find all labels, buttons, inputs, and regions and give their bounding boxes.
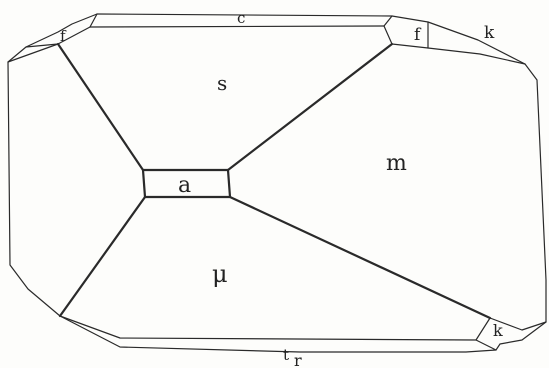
bottom-inner-edge xyxy=(59,315,477,341)
label-f-right: f xyxy=(414,25,422,45)
outer-outline xyxy=(7,13,547,353)
label-s: s xyxy=(217,71,227,95)
f-left-inner xyxy=(7,43,59,63)
s-left-edge xyxy=(56,42,145,172)
label-c: c xyxy=(237,9,245,27)
s-m-edge xyxy=(226,42,394,172)
mu-left-edge xyxy=(58,195,147,318)
f-right-outline xyxy=(383,21,429,49)
k-bottom-face xyxy=(475,317,547,351)
f-right-lower xyxy=(427,47,526,65)
label-a: a xyxy=(178,173,191,198)
label-f-left: f xyxy=(60,27,67,45)
c-face-lower-edge xyxy=(89,25,385,28)
label-m: m xyxy=(386,151,407,176)
c-face-right-corner xyxy=(383,15,393,27)
label-r: r xyxy=(294,351,302,368)
c-face-left-corner xyxy=(89,13,98,28)
label-k-bottom: k xyxy=(493,321,503,340)
label-k-top: k xyxy=(484,23,495,43)
label-t: t xyxy=(283,346,289,364)
mu-m-edge xyxy=(228,195,492,320)
label-mu: μ xyxy=(212,260,228,288)
